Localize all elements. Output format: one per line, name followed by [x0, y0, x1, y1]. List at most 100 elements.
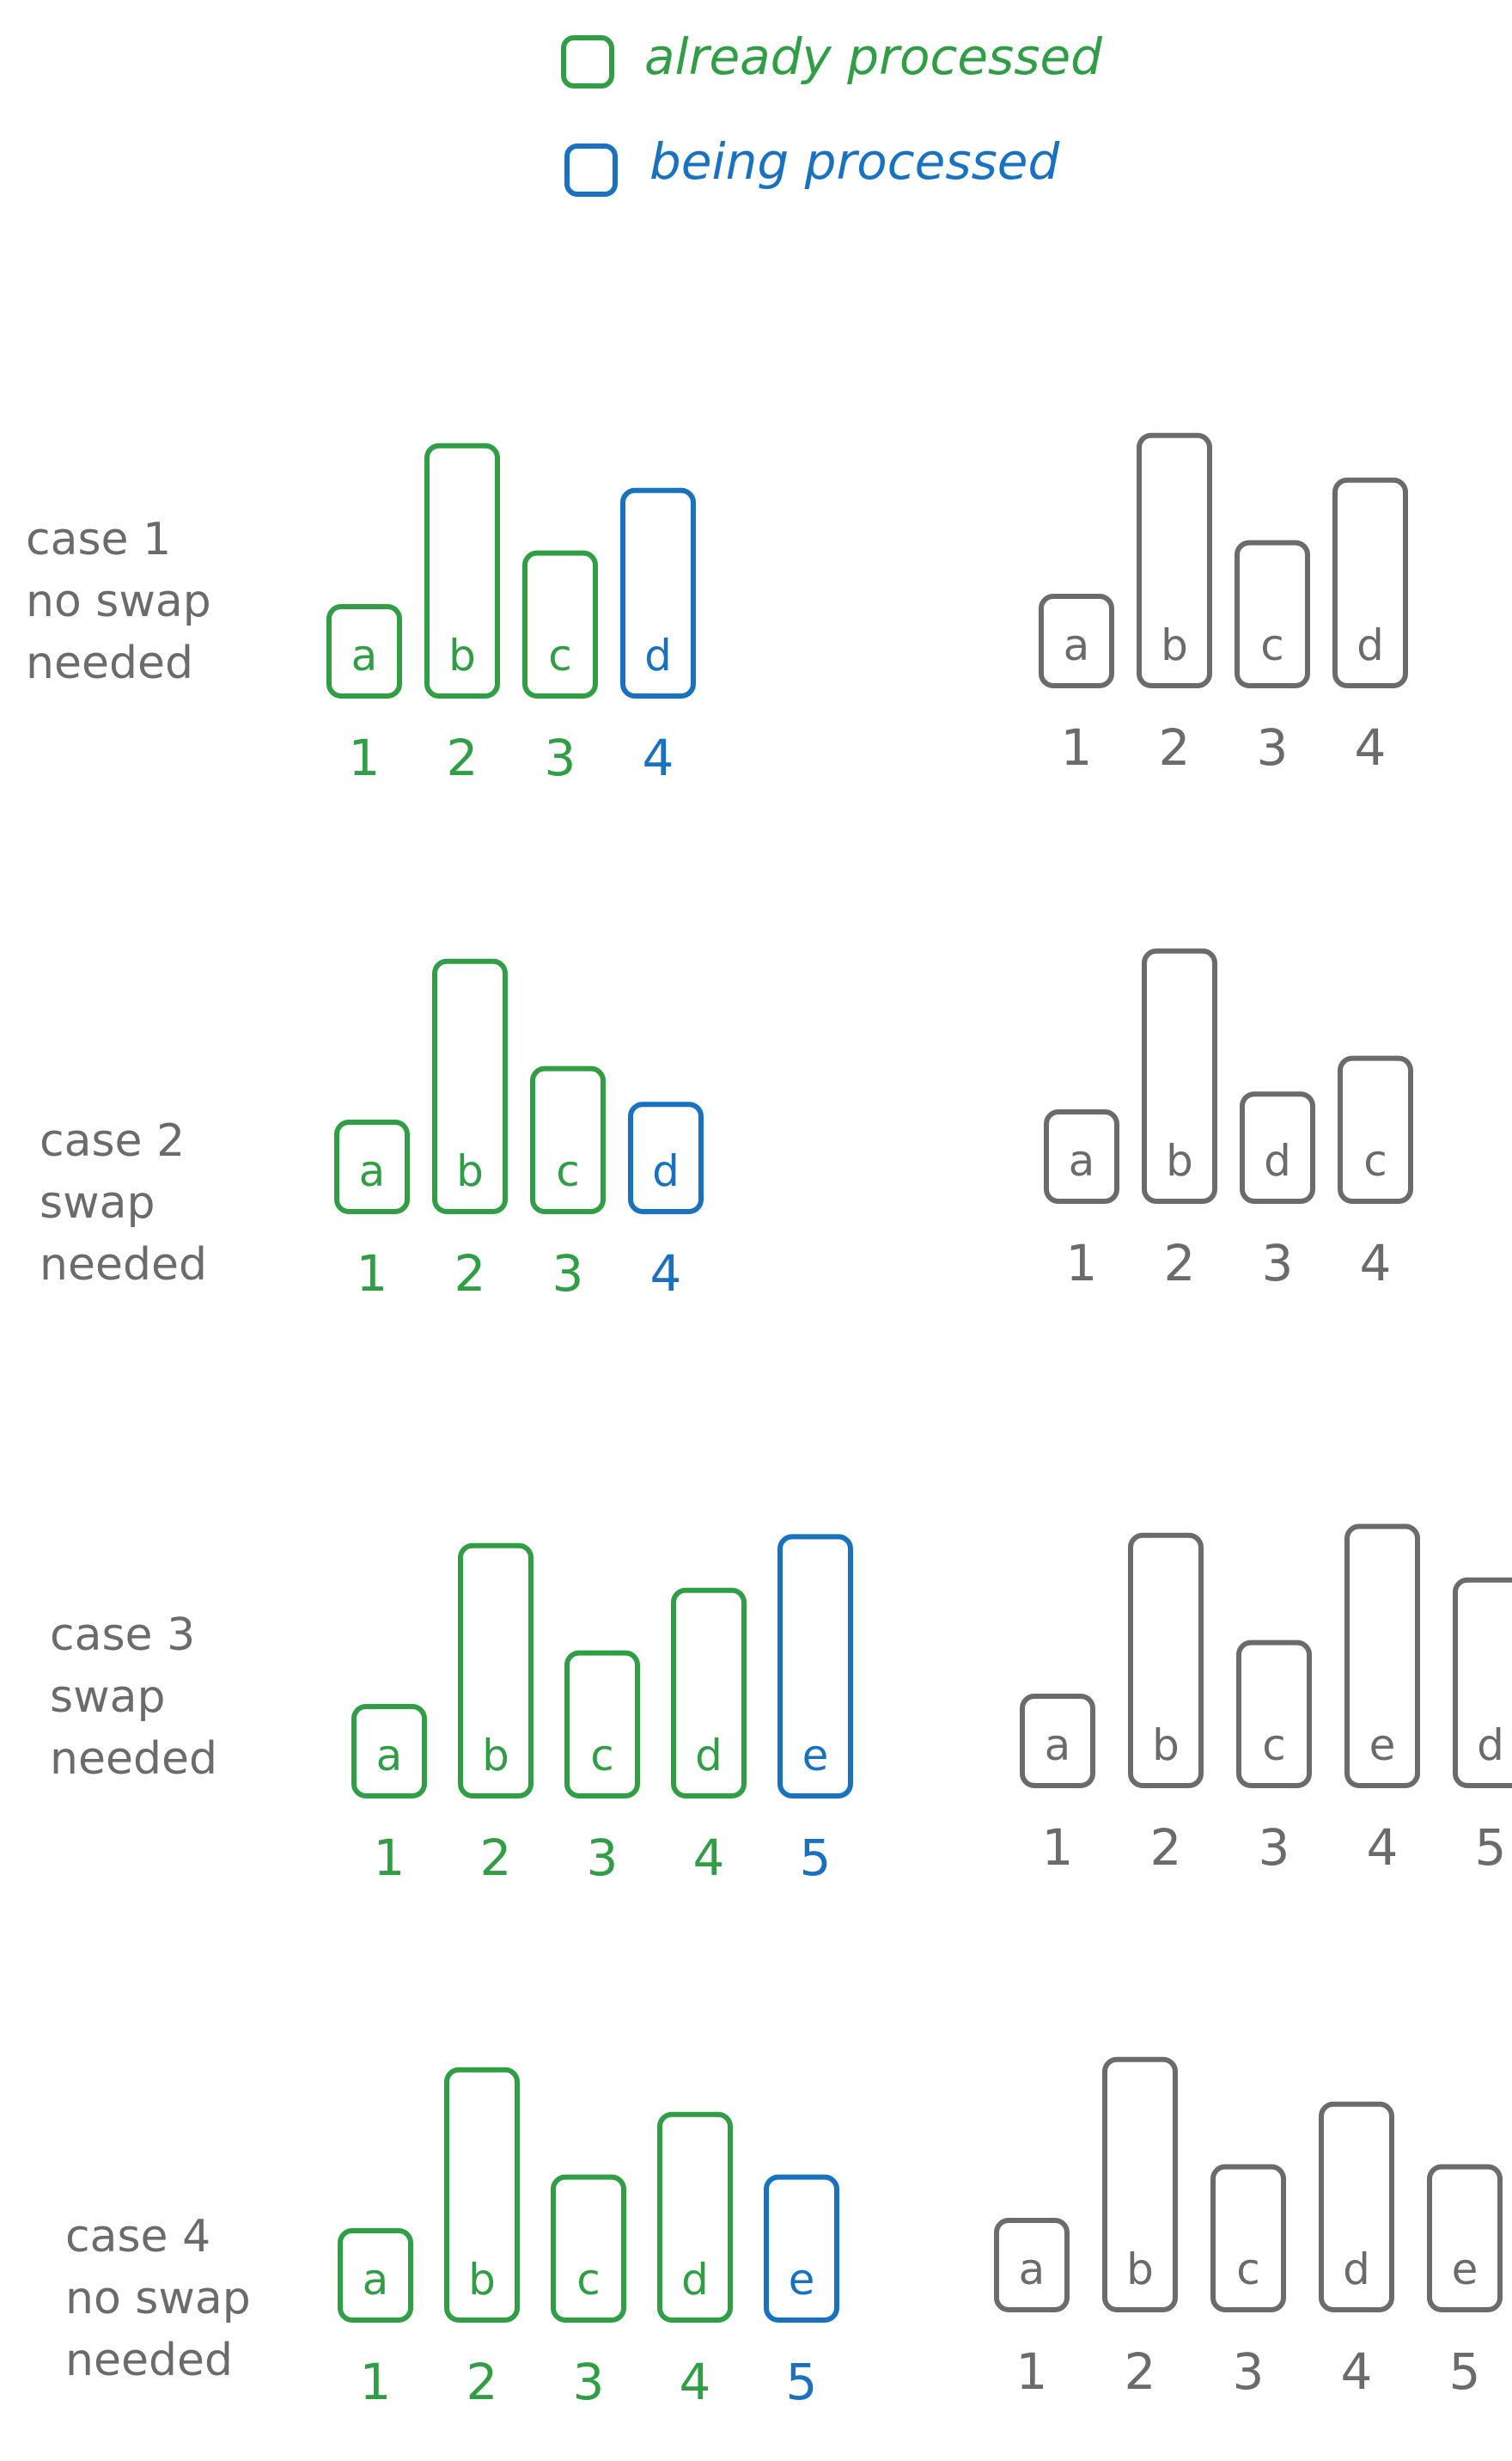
after-bar-letter: c	[1260, 620, 1284, 670]
after-bar-letter: a	[1045, 1720, 1071, 1770]
before-bar-rect	[334, 1120, 410, 1214]
after-bar-index: 2	[1125, 2342, 1156, 2401]
after-bar-letter: a	[1064, 620, 1090, 670]
after-bar-letter: c	[1236, 2244, 1260, 2294]
after-bar-rect	[1453, 1577, 1512, 1788]
after-bar-d: d3	[1240, 1091, 1315, 1292]
after-bar-index: 2	[1164, 1234, 1196, 1292]
after-bar-letter: b	[1126, 2244, 1154, 2294]
after-bar-index: 1	[1042, 1818, 1074, 1877]
after-bar-rect	[1039, 594, 1114, 688]
before-bar-c: c3	[530, 1066, 606, 1303]
legend: already processed being processed	[561, 27, 1103, 197]
before-bar-rect	[530, 1066, 606, 1214]
before-bar-letter: d	[695, 1731, 722, 1780]
after-bar-b: b2	[1128, 1532, 1204, 1877]
before-bar-rect	[458, 1542, 533, 1799]
before-bar-e: e5	[777, 1534, 853, 1887]
after-bar-index: 2	[1159, 718, 1191, 777]
before-bar-a: a1	[326, 604, 402, 787]
after-bar-rect	[1210, 2164, 1286, 2313]
before-bar-index: 2	[466, 2353, 498, 2411]
before-bar-rect	[444, 2067, 520, 2324]
after-bar-rect	[1332, 477, 1408, 688]
before-bar-a: a1	[351, 1704, 427, 1887]
after-bar-letter: d	[1264, 1136, 1291, 1186]
before-bar-rect	[628, 1102, 704, 1214]
after-bar-c: c4	[1338, 1055, 1413, 1292]
after-bar-index: 3	[1259, 1818, 1290, 1877]
before-bar-rect	[351, 1704, 427, 1798]
after-bar-e: e4	[1344, 1524, 1420, 1877]
after-bar-letter: e	[1369, 1720, 1396, 1770]
after-bar-rect	[1020, 1694, 1095, 1788]
before-bar-letter: b	[482, 1731, 509, 1780]
before-bar-letter: e	[802, 1731, 829, 1780]
after-bar-letter: a	[1069, 1136, 1095, 1186]
before-bar-index: 2	[447, 729, 479, 787]
after-bar-index: 4	[1367, 1818, 1399, 1877]
before-bar-b: b2	[432, 958, 508, 1303]
after-bar-index: 1	[1016, 2342, 1048, 2401]
legend-processed-swatch	[561, 35, 614, 89]
before-bar-rect	[326, 604, 402, 699]
after-bar-a: a1	[994, 2218, 1070, 2401]
before-bar-rect	[338, 2228, 413, 2323]
before-bar-rect	[432, 958, 508, 1215]
after-bar-c: c3	[1235, 540, 1310, 777]
before-bar-index: 1	[360, 2353, 392, 2411]
before-bar-a: a1	[338, 2228, 413, 2411]
legend-processed-label: already processed	[644, 27, 1103, 86]
legend-processing-label: being processed	[649, 132, 1060, 191]
after-bar-a: a1	[1039, 594, 1114, 777]
after-bar-letter: e	[1452, 2244, 1478, 2294]
after-bar-rect	[1236, 1640, 1312, 1788]
after-bar-letter: b	[1161, 620, 1188, 670]
after-bar-rect	[1044, 1109, 1119, 1204]
after-bar-index: 1	[1066, 1234, 1098, 1292]
after-bar-c: c3	[1236, 1640, 1312, 1877]
before-bar-letter: a	[376, 1731, 403, 1780]
before-bar-b: b2	[458, 1542, 533, 1887]
after-bar-rect	[1338, 1055, 1413, 1204]
after-bar-b: b2	[1102, 2056, 1178, 2401]
before-bar-index: 3	[587, 1829, 619, 1887]
after-bar-letter: d	[1343, 2244, 1370, 2294]
after-bar-index: 4	[1355, 718, 1387, 777]
before-bar-index: 1	[374, 1829, 405, 1887]
after-bar-b: b2	[1137, 432, 1212, 777]
before-bar-rect	[620, 487, 696, 699]
after-bar-b: b2	[1142, 948, 1217, 1292]
before-bar-d: d4	[671, 1587, 747, 1887]
after-bar-letter: b	[1152, 1720, 1180, 1770]
before-bar-index: 5	[786, 2353, 818, 2411]
before-bar-letter: d	[681, 2255, 709, 2305]
after-bar-index: 5	[1449, 2342, 1481, 2401]
before-bar-b: b2	[424, 443, 500, 787]
after-bar-index: 3	[1257, 718, 1289, 777]
before-bar-rect	[777, 1534, 853, 1799]
after-bar-rect	[1142, 948, 1217, 1205]
before-bar-index: 4	[680, 2353, 711, 2411]
after-bar-index: 3	[1233, 2342, 1265, 2401]
before-bar-index: 3	[545, 729, 576, 787]
after-bar-index: 1	[1061, 718, 1093, 777]
before-bar-letter: c	[590, 1731, 614, 1780]
after-bar-letter: b	[1166, 1136, 1193, 1186]
before-bar-c: c3	[551, 2174, 626, 2411]
before-bar-index: 3	[573, 2353, 605, 2411]
before-bar-rect	[657, 2111, 733, 2324]
after-bar-rect	[1235, 540, 1310, 688]
before-bar-letter: c	[576, 2255, 601, 2305]
before-bar-d: d4	[628, 1102, 704, 1303]
